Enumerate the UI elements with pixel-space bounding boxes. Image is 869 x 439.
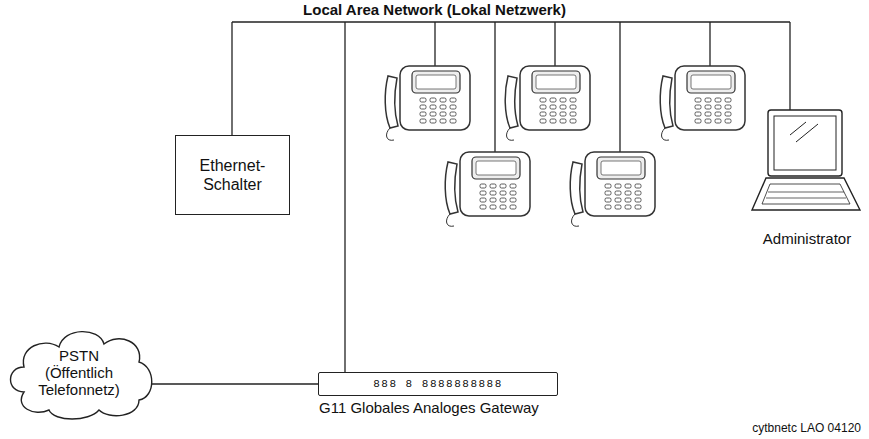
ip-phone (505, 66, 590, 140)
ethernet-switch-box: Ethernet-Schalter (175, 135, 290, 215)
ip-phone (445, 152, 530, 226)
lan-bus (232, 22, 790, 372)
node-label: Ethernet-Schalter (188, 156, 278, 194)
device-name: G11 Globales Analoges Gateway (319, 399, 539, 417)
node-label: PSTN (Öffentlich Telefonnetz) (29, 347, 129, 398)
trunk-line (151, 383, 318, 384)
pstn-cloud: PSTN (Öffentlich Telefonnetz) (4, 322, 154, 422)
ip-phones (385, 66, 745, 226)
node-label: Administrator (763, 230, 851, 248)
admin-laptop: Administrator (752, 106, 862, 248)
gateway-device: 888 8 8888888888G11 Globales Analoges Ga… (318, 372, 558, 396)
figure-id: cytbnetc LAO 04120 (752, 421, 861, 435)
node-label: 888 8 8888888888 (373, 377, 503, 391)
diagram-title: Local Area Network (Lokal Netzwerk) (0, 1, 869, 19)
ip-phone (660, 66, 745, 140)
ip-phone (570, 152, 655, 226)
ip-phone (385, 66, 470, 140)
laptop-illustration (752, 110, 860, 210)
